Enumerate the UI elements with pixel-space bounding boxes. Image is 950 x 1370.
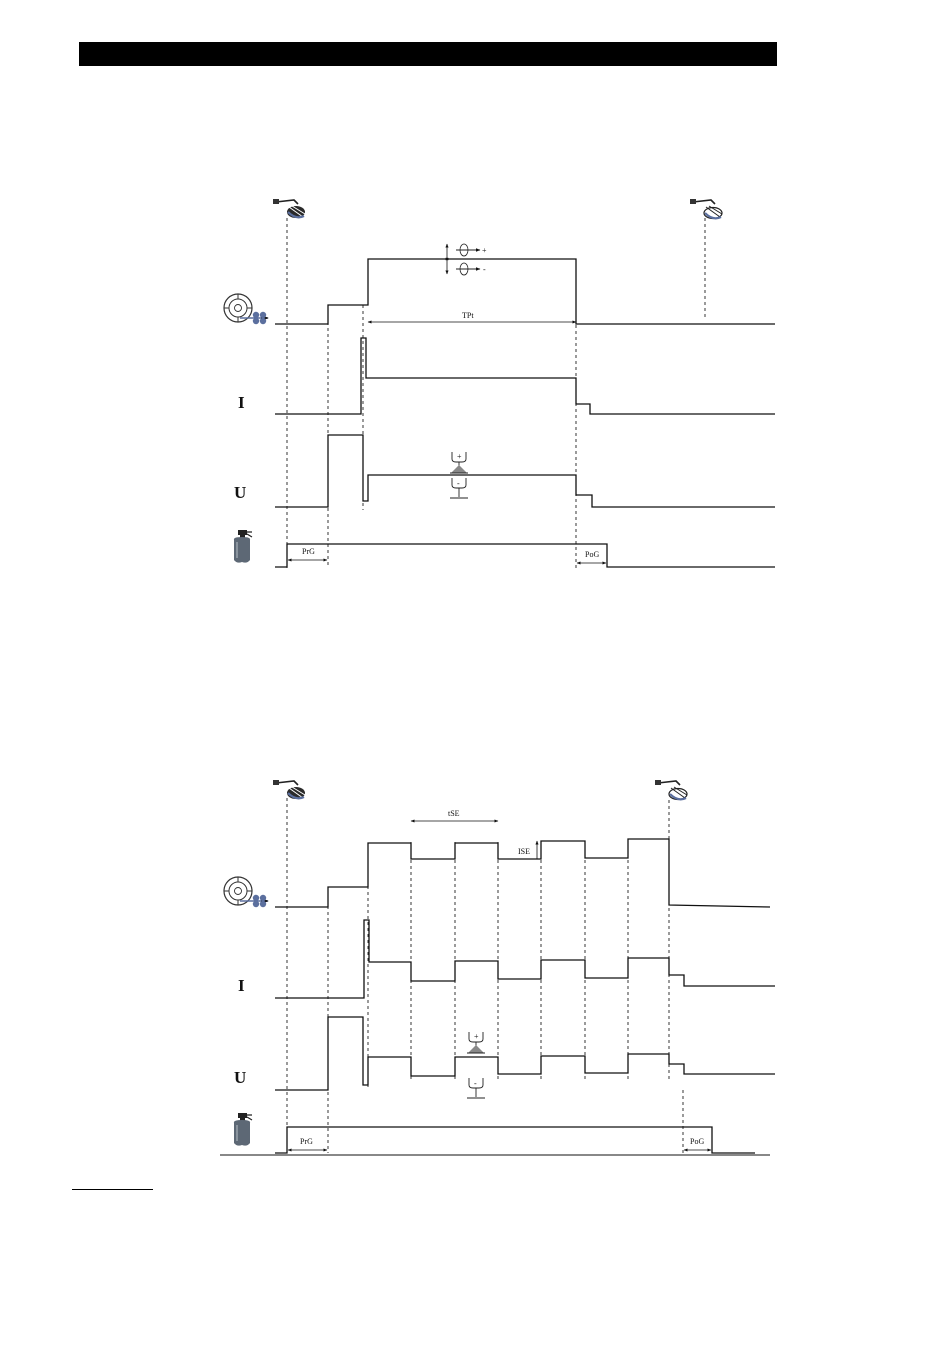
wire-feed-trace-top bbox=[275, 259, 775, 324]
voltage-trace-top bbox=[275, 435, 775, 507]
tse-label: tSE bbox=[448, 809, 460, 818]
tpt-label: TPt bbox=[462, 311, 474, 320]
current-trace-top bbox=[275, 338, 775, 414]
prg-label-bottom: PrG bbox=[300, 1137, 313, 1146]
gas-cylinder-icon-bottom bbox=[234, 1113, 252, 1146]
voltage-trace-bottom bbox=[275, 1017, 775, 1090]
wire-feed-spool-icon bbox=[224, 294, 268, 324]
diagram-top: TPt PrG PoG I U + - bbox=[224, 199, 775, 568]
torch-trigger-released-icon bbox=[690, 199, 722, 219]
wire-minus-label-top: - bbox=[483, 265, 486, 274]
diagram-bottom: tSE ISE PrG PoG I U + - bbox=[220, 780, 775, 1155]
torch-trigger-released-icon-bottom bbox=[655, 780, 687, 800]
voltage-label-top: U bbox=[234, 483, 246, 502]
gas-cylinder-icon bbox=[234, 530, 252, 563]
current-trace-bottom bbox=[275, 920, 775, 998]
torch-trigger-pressed-icon bbox=[273, 199, 305, 218]
prg-label-top: PrG bbox=[302, 547, 315, 556]
gas-trace-top bbox=[275, 544, 775, 567]
pog-label-bottom: PoG bbox=[690, 1137, 704, 1146]
pog-label-top: PoG bbox=[585, 550, 599, 559]
arc-minus-label-top: - bbox=[457, 479, 460, 488]
ise-label: ISE bbox=[518, 847, 530, 856]
arc-minus-label-bottom: - bbox=[474, 1079, 477, 1088]
arc-plus-label-bottom: + bbox=[474, 1032, 479, 1041]
arc-voltage-adjust-icon-bottom bbox=[467, 1032, 485, 1098]
current-label-top: I bbox=[238, 393, 245, 412]
wire-plus-label-top: + bbox=[482, 246, 487, 255]
voltage-label-bottom: U bbox=[234, 1068, 246, 1087]
torch-trigger-pressed-icon-bottom bbox=[273, 780, 305, 799]
current-label-bottom: I bbox=[238, 976, 245, 995]
arc-plus-label-top: + bbox=[457, 452, 462, 461]
wire-feed-spool-icon-bottom bbox=[224, 877, 268, 907]
